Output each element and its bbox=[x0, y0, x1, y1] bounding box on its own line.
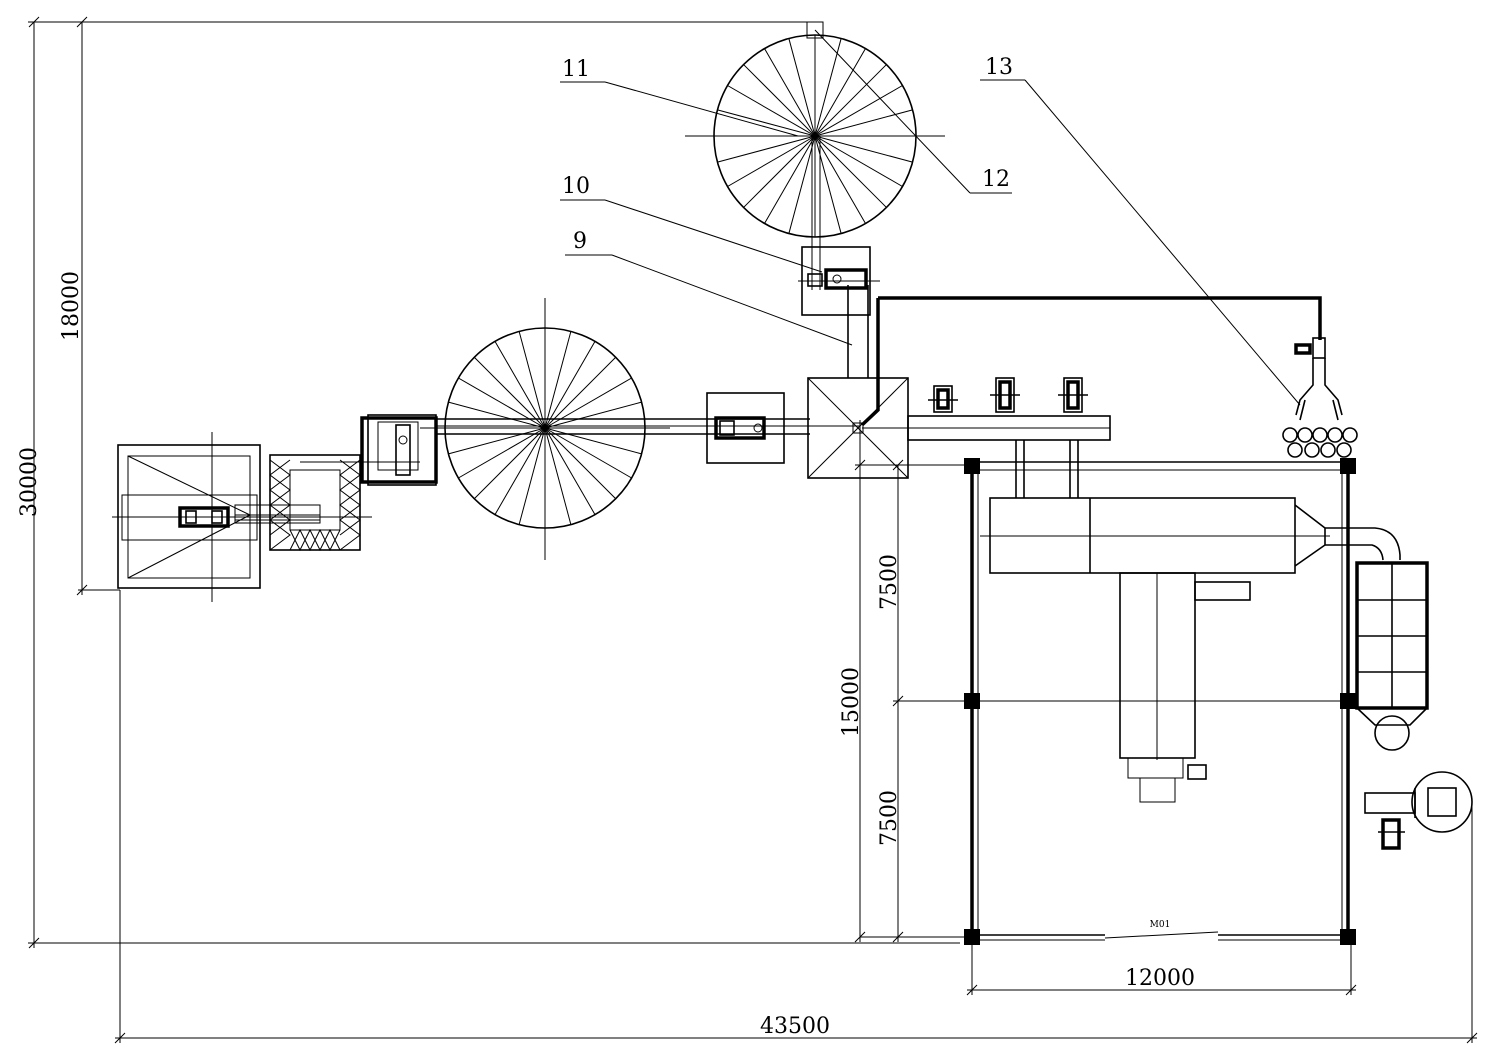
dryer-drum bbox=[980, 497, 1401, 574]
grab-ring bbox=[1297, 427, 1313, 443]
grab-ring bbox=[1342, 427, 1358, 443]
exhaust-fan bbox=[1364, 771, 1473, 850]
bag-filter bbox=[1355, 561, 1429, 751]
wheel-spoke bbox=[788, 38, 816, 137]
dimension-bays: 7500 7500 bbox=[860, 459, 975, 943]
callout-9: 9 bbox=[565, 229, 853, 346]
wheel-spoke bbox=[544, 356, 617, 429]
wheel-spoke bbox=[458, 377, 546, 429]
dimension-total-height: 30000 bbox=[17, 16, 960, 949]
callout-label-12: 12 bbox=[982, 167, 1010, 192]
grab-ring bbox=[1336, 442, 1352, 458]
wheel-spoke bbox=[764, 48, 816, 137]
wheel-spoke bbox=[544, 331, 572, 429]
header-pipe bbox=[862, 415, 1111, 441]
drive-unit-middle bbox=[706, 392, 785, 464]
wheel-spoke bbox=[544, 401, 642, 429]
wheel-spoke bbox=[814, 48, 866, 137]
wheel-spoke bbox=[494, 341, 546, 429]
wheel-spoke bbox=[448, 401, 546, 429]
wheel-spoke bbox=[814, 38, 842, 137]
dim-label-hall-depth: 15000 bbox=[839, 667, 864, 737]
wheel-spoke bbox=[494, 427, 546, 515]
drive-unit-left bbox=[300, 414, 438, 486]
wheel-spoke bbox=[473, 427, 546, 500]
main-conveyor bbox=[436, 418, 860, 435]
dim-label-bay-upper: 7500 bbox=[877, 554, 902, 610]
wheel-spoke bbox=[764, 135, 816, 224]
dimension-hall-width: 12000 bbox=[966, 942, 1357, 996]
drive-unit-upper bbox=[798, 136, 880, 316]
callout-label-9: 9 bbox=[573, 229, 587, 254]
wheel-spoke bbox=[743, 135, 816, 208]
wheel-spoke bbox=[544, 341, 596, 429]
grab-ring bbox=[1282, 427, 1298, 443]
wheel-spoke bbox=[544, 427, 617, 500]
wheel-spoke bbox=[788, 135, 816, 234]
wheel-spoke bbox=[814, 85, 903, 137]
dim-label-hall-width: 12000 bbox=[1125, 966, 1195, 991]
grab-ring bbox=[1320, 442, 1336, 458]
dimension-upper-height: 18000 bbox=[59, 16, 120, 596]
dimension-total-length: 43500 bbox=[114, 590, 1478, 1044]
wheel-left bbox=[420, 298, 670, 560]
grab-ring bbox=[1312, 427, 1328, 443]
wheel-spoke bbox=[814, 135, 887, 208]
callout-label-10: 10 bbox=[562, 174, 590, 199]
wheel-spoke bbox=[717, 135, 816, 163]
grab-device bbox=[1282, 337, 1358, 458]
wheel-spoke bbox=[727, 85, 816, 137]
wheel-spoke bbox=[544, 427, 572, 525]
callout-10: 10 bbox=[560, 174, 823, 273]
dim-label-bay-lower: 7500 bbox=[877, 790, 902, 846]
dim-label-total-height: 30000 bbox=[17, 447, 42, 517]
truss-frame bbox=[258, 454, 372, 552]
wheel-spoke bbox=[448, 427, 546, 455]
wheel-spoke bbox=[473, 356, 546, 429]
wheel-spoke bbox=[743, 64, 816, 137]
wheel-spoke bbox=[814, 135, 903, 187]
wheel-spoke bbox=[717, 109, 816, 137]
motor-units bbox=[928, 377, 1088, 498]
wheel-upper bbox=[685, 21, 971, 238]
cooler-column bbox=[1119, 572, 1251, 803]
wheel-spoke bbox=[727, 135, 816, 187]
vertical-conveyor bbox=[847, 285, 1322, 427]
grab-ring bbox=[1327, 427, 1343, 443]
dimension-hall-depth: 15000 bbox=[839, 420, 975, 943]
wheel-spoke bbox=[544, 427, 596, 515]
wheel-spoke bbox=[814, 135, 866, 224]
dim-label-upper-height: 18000 bbox=[59, 271, 84, 341]
wheel-spoke bbox=[544, 377, 632, 429]
grab-ring bbox=[1304, 442, 1320, 458]
dim-label-total-length: 43500 bbox=[760, 1014, 830, 1039]
callout-12: 12 bbox=[970, 167, 1012, 194]
wheel-spoke bbox=[458, 427, 546, 479]
callout-11: 11 bbox=[560, 57, 799, 137]
callout-label-11: 11 bbox=[562, 57, 590, 82]
door-mark: M01 bbox=[1150, 920, 1171, 930]
callout-label-13: 13 bbox=[985, 55, 1013, 80]
callout-13: 13 bbox=[980, 55, 1301, 406]
wheel-spoke bbox=[814, 109, 913, 137]
wheel-spoke bbox=[814, 135, 842, 234]
wheel-spoke bbox=[518, 331, 546, 429]
wheel-spoke bbox=[814, 64, 887, 137]
wheel-spoke bbox=[814, 135, 913, 163]
wheel-spoke bbox=[518, 427, 546, 525]
wheel-spoke bbox=[544, 427, 632, 479]
building-frame: M01 bbox=[964, 458, 1356, 945]
wheel-spoke bbox=[544, 427, 642, 455]
grab-ring bbox=[1287, 442, 1303, 458]
